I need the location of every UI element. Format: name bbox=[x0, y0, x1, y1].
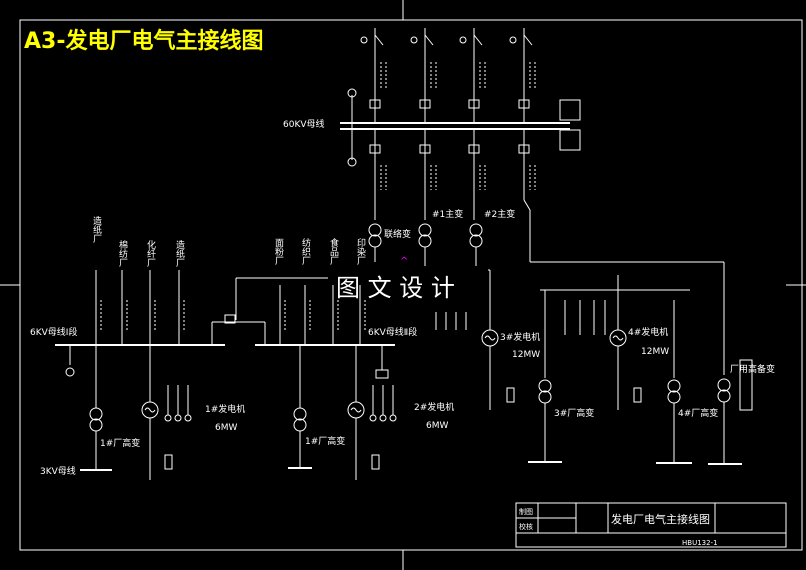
standby-label: 厂用高备变 bbox=[730, 363, 775, 375]
feeder-mid-4: 印染厂 bbox=[355, 237, 366, 266]
aux3-label: 3#厂高变 bbox=[554, 407, 594, 419]
gen2-label: 2#发电机 bbox=[414, 401, 454, 413]
aux2-label: 1#厂高变 bbox=[305, 435, 345, 447]
watermark-text: 图 文 设 计 bbox=[336, 274, 455, 302]
feeders-mid bbox=[279, 285, 366, 345]
feeder-left-2: 棉纺厂 bbox=[117, 239, 128, 268]
gen4-label: 4#发电机 bbox=[628, 326, 668, 338]
bus-6kv-1-label: 6KV母线Ⅰ段 bbox=[30, 326, 77, 338]
gen3-branch bbox=[435, 290, 562, 463]
gen4-branch bbox=[540, 275, 692, 464]
bus-6kv-2-label: 6KV母线Ⅱ段 bbox=[368, 326, 417, 338]
feeder-60kv-2 bbox=[410, 28, 434, 123]
gen1-rating: 6MW bbox=[215, 423, 237, 433]
bus1-branches bbox=[65, 345, 192, 480]
feeder-left-1: 造纸厂 bbox=[91, 215, 102, 244]
feeder-mid-1: 面粉厂 bbox=[273, 238, 284, 266]
bus2-branches bbox=[288, 345, 397, 480]
title-block bbox=[515, 502, 787, 548]
transformer-main1 bbox=[418, 223, 432, 248]
cursor-marker: ^ bbox=[400, 256, 408, 267]
title-block-row2: 校核 bbox=[519, 522, 533, 531]
feeder-60kv-4 bbox=[509, 28, 533, 123]
bus-tie bbox=[211, 314, 266, 345]
title-block-code: HBU132-1 bbox=[682, 539, 718, 547]
gen4-rating: 12MW bbox=[641, 347, 669, 357]
watermark-box bbox=[328, 266, 488, 302]
bus-3kv-label: 3KV母线 bbox=[40, 465, 76, 477]
transformer-liaison bbox=[368, 223, 382, 248]
gen3-rating: 12MW bbox=[512, 350, 540, 360]
drawing-title: A3-发电厂电气主接线图 bbox=[24, 28, 263, 54]
title-block-title: 发电厂电气主接线图 bbox=[611, 512, 710, 526]
aux4-label: 4#厂高变 bbox=[678, 407, 718, 419]
feeder-60kv-1 bbox=[360, 28, 384, 123]
transformer-main2 bbox=[469, 223, 483, 248]
bus-60kv-label: 60KV母线 bbox=[283, 118, 325, 130]
transformer-liaison-label: 联络变 bbox=[384, 228, 411, 240]
feeder-mid-3: 食品厂 bbox=[328, 237, 339, 266]
gen3-label: 3#发电机 bbox=[500, 331, 540, 343]
gen2-rating: 6MW bbox=[426, 421, 448, 431]
feeder-mid-2: 纺织厂 bbox=[300, 237, 311, 266]
bus-60kv bbox=[340, 122, 570, 130]
gen1-label: 1#发电机 bbox=[205, 403, 245, 415]
feeder-left-4: 造纸厂 bbox=[174, 239, 185, 268]
outgoing-lines-60kv bbox=[347, 28, 581, 190]
feeder-left-3: 化纤厂 bbox=[145, 239, 156, 268]
transformer-main1-label: #1主变 bbox=[432, 208, 463, 220]
feeder-60kv-3 bbox=[459, 28, 483, 123]
transformer-branches-60kv bbox=[369, 129, 725, 375]
title-block-row1: 制图 bbox=[519, 507, 533, 516]
aux1-label: 1#厂高变 bbox=[100, 437, 140, 449]
standby-transformer bbox=[708, 359, 753, 465]
feeders-left bbox=[95, 270, 185, 345]
transformer-main2-label: #2主变 bbox=[484, 208, 515, 220]
